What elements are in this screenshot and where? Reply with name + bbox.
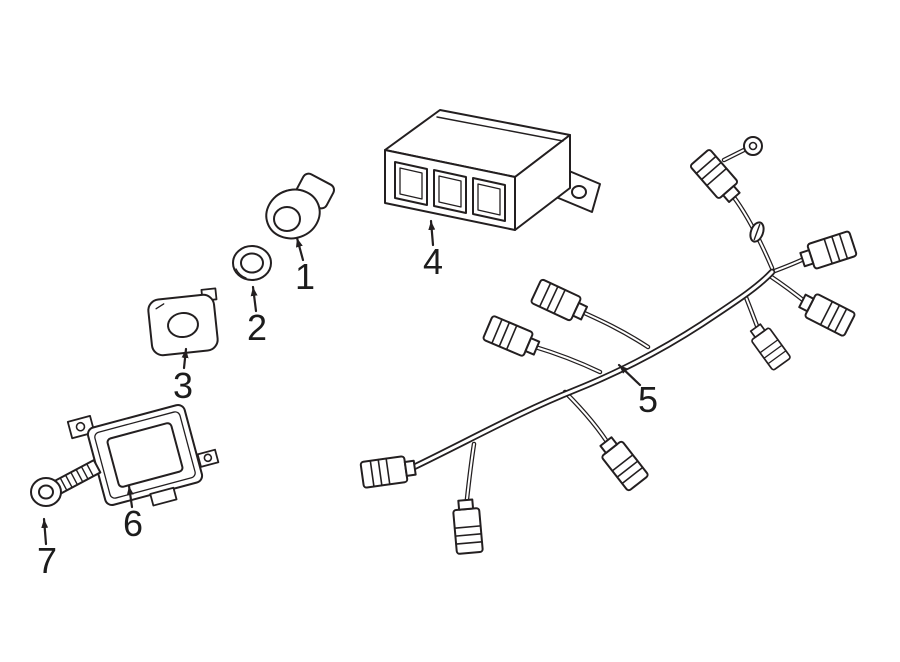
part-label-1: 1 bbox=[294, 256, 316, 297]
part-label-2: 2 bbox=[246, 307, 268, 348]
part-label-3: 3 bbox=[172, 365, 194, 406]
mounting-bolt-drawing bbox=[30, 459, 102, 507]
part-label-4: 4 bbox=[422, 241, 444, 282]
arrow-to-part-7 bbox=[41, 517, 49, 546]
arrow-to-part-1 bbox=[295, 236, 305, 262]
part-label-7: 7 bbox=[36, 540, 58, 581]
callout-arrows bbox=[41, 219, 642, 546]
part-label-5: 5 bbox=[637, 379, 659, 420]
arrow-to-part-5 bbox=[617, 363, 642, 387]
radar-sensor-drawing bbox=[66, 403, 220, 507]
arrow-to-part-2 bbox=[250, 285, 258, 313]
control-module-drawing bbox=[384, 109, 601, 231]
arrow-to-part-6 bbox=[126, 484, 134, 509]
arrow-to-part-3 bbox=[181, 347, 189, 370]
arrow-to-part-4 bbox=[428, 219, 436, 247]
parking-sensor-drawing bbox=[265, 172, 335, 240]
sensor-retainer-drawing bbox=[232, 245, 272, 281]
part-label-6: 6 bbox=[122, 503, 144, 544]
sensor-bracket-drawing bbox=[147, 287, 219, 357]
wiring-harness-drawing bbox=[359, 136, 858, 556]
